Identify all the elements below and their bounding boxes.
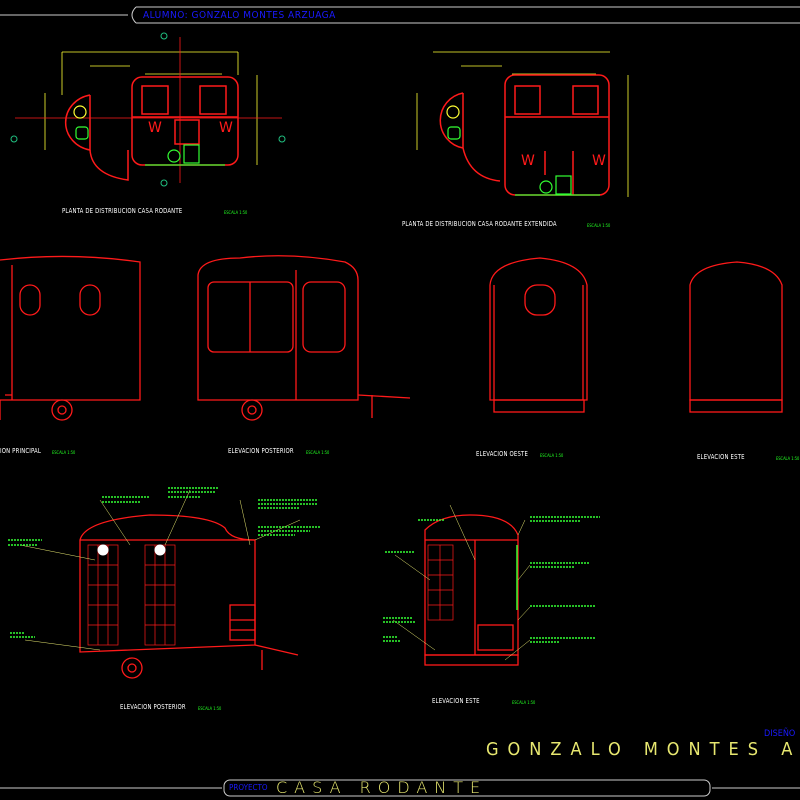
header-frame [0,6,800,24]
elevation-oeste [489,257,588,413]
svg-text:W: W [219,120,233,136]
annotation-leaders [19,489,531,661]
section-posterior-title: ELEVACION POSTERIOR [120,703,186,711]
design-label: DISEÑO [764,729,796,739]
project-name: CASA RODANTE [276,778,488,797]
plan-2-title: PLANTA DE DISTRIBUCION CASA RODANTE EXTE… [402,220,557,228]
section-posterior [79,514,299,679]
svg-text:W: W [592,153,606,169]
annotation-notes [8,487,600,643]
elevation-este-title: ELEVACION ESTE [697,453,745,461]
section-este-scale: ESCALA 1:50 [512,700,536,705]
elevation-principal-title: ION PRINCIPAL [0,447,42,455]
project-label: PROYECTO [229,783,268,792]
title-frame [0,779,800,797]
elevation-posterior [197,255,411,421]
section-este [424,514,519,666]
svg-text:W: W [521,153,535,169]
elevation-oeste-title: ELEVACION OESTE [476,450,529,458]
section-este-title: ELEVACION ESTE [432,697,480,705]
svg-text:W: W [148,120,162,136]
section-fixtures [97,544,166,556]
floor-plan-2: W W [416,51,629,197]
elevation-principal-scale: ESCALA 1:50 [52,450,76,455]
elevation-posterior-title: ELEVACION POSTERIOR [228,447,294,455]
plan-2-scale: ESCALA 1:50 [587,223,611,228]
elevation-principal [0,255,141,421]
section-posterior-scale: ESCALA 1:50 [198,706,222,711]
plan-1-title: PLANTA DE DISTRIBUCION CASA RODANTE [62,207,183,215]
plan-1-scale: ESCALA 1:50 [224,210,248,215]
elevation-oeste-scale: ESCALA 1:50 [540,453,564,458]
elevation-posterior-scale: ESCALA 1:50 [306,450,330,455]
student-name: ALUMNO: GONZALO MONTES ARZUAGA [143,10,336,21]
floor-plan-1: W W [10,32,286,187]
author-name: GONZALO MONTES A [486,739,800,760]
elevation-este [689,261,783,413]
elevation-este-scale: ESCALA 1:50 [776,456,800,461]
